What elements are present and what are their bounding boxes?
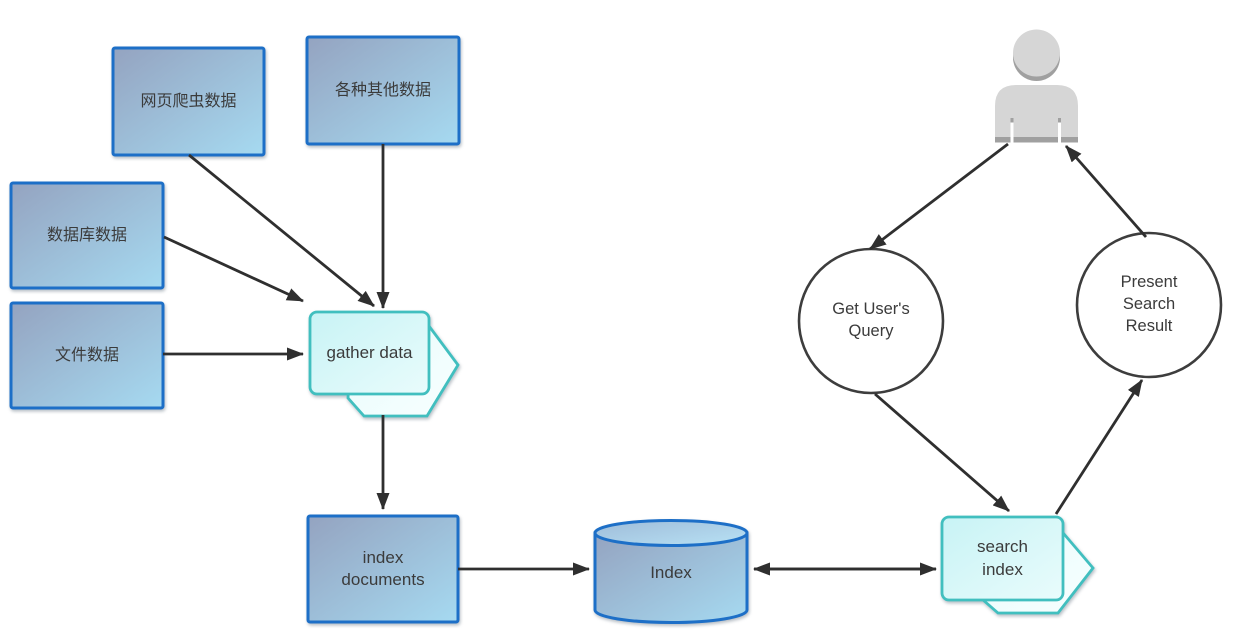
edge-present-to-user (1064, 145, 1148, 238)
edge-database-to-gather (163, 235, 304, 303)
other-data-box (305, 35, 461, 146)
edge-user-to-query (869, 142, 1009, 251)
index-cylinder (593, 519, 749, 624)
web-crawler-data-box (111, 46, 266, 157)
edge-search-to-present (1054, 379, 1144, 515)
edge-query-to-search (874, 392, 1010, 513)
person-icon (995, 29, 1078, 143)
gather-data-shape (308, 310, 460, 418)
search-index-shape (940, 515, 1095, 615)
present-search-result-circle (1075, 231, 1223, 379)
file-data-box (9, 301, 165, 410)
edge-crawler-to-gather (188, 153, 375, 308)
index-documents-box (306, 514, 460, 624)
database-data-box (9, 181, 165, 290)
get-users-query-circle (797, 247, 945, 395)
